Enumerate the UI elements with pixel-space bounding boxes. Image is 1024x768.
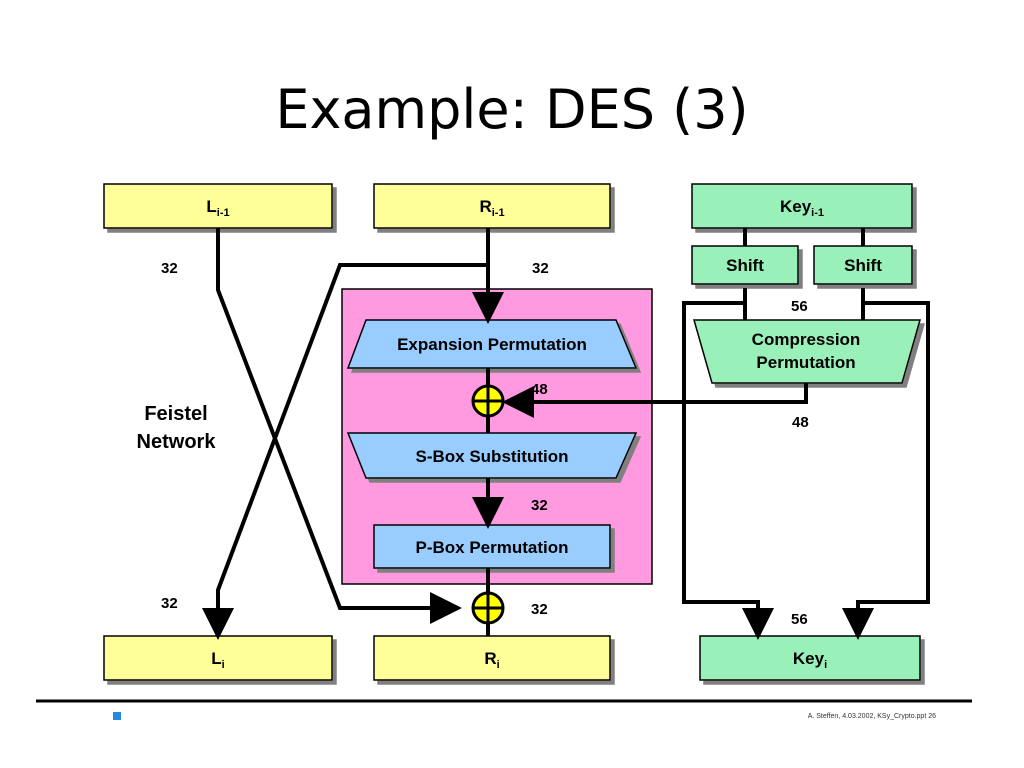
wire-l-prev-to-xor [216, 228, 462, 624]
bits-sbox-32: 32 [531, 497, 548, 514]
footer-bullet-icon [113, 712, 121, 720]
key-prev-box [691, 183, 913, 229]
key-next-box [699, 635, 921, 681]
feistel-label-line2: Network [137, 431, 217, 453]
r-prev-subscript: i-1 [492, 207, 505, 219]
xor-upper-icon [471, 384, 505, 418]
shift-right-box [813, 245, 913, 285]
shift-left-label: Shift [726, 256, 764, 275]
r-prev-label: R [479, 197, 491, 216]
slide-title: Example: DES (3) [275, 78, 749, 141]
bits-compression-48: 48 [792, 414, 809, 431]
wire-key-prev-to-shifts [743, 228, 865, 246]
l-next-subscript: i [222, 659, 225, 671]
r-next-subscript: i [497, 659, 500, 671]
feistel-label-line1: Feistel [144, 403, 207, 425]
l-next-label: L [211, 649, 221, 668]
expansion-permutation-label: Expansion Permutation [397, 335, 587, 354]
svg-text:Li-1: Li-1 [206, 197, 229, 219]
xor-lower-icon [471, 591, 505, 625]
pbox-permutation-label: P-Box Permutation [415, 538, 568, 557]
wire-shift-right-to-key-next [842, 301, 930, 640]
expansion-permutation-box [346, 319, 638, 369]
l-prev-subscript: i-1 [217, 207, 230, 219]
sbox-substitution-label: S-Box Substitution [416, 447, 569, 466]
bits-r-top: 32 [532, 260, 549, 277]
svg-text:Li: Li [211, 649, 224, 671]
bits-l-top: 32 [161, 260, 178, 277]
bits-l-bottom: 32 [161, 595, 178, 612]
shift-right-label: Shift [844, 256, 882, 275]
wire-r-prev-to-l-next [202, 263, 488, 640]
key-prev-label: Key [780, 197, 812, 216]
wire-compression-to-xor [502, 383, 808, 418]
key-prev-subscript: i-1 [811, 207, 824, 219]
r-next-box [373, 635, 611, 681]
bits-key-56-top: 56 [791, 298, 808, 315]
r-prev-box [373, 183, 611, 229]
key-next-label: Key [793, 649, 825, 668]
svg-text:Ri: Ri [484, 649, 499, 671]
compression-label-line2: Permutation [756, 353, 855, 372]
svg-text:Keyi: Keyi [793, 649, 827, 671]
sbox-substitution-box [346, 432, 638, 479]
r-next-label: R [484, 649, 496, 668]
wire-shift-left-to-key-next [682, 301, 774, 640]
l-prev-box [103, 183, 333, 229]
bits-r-bottom: 32 [531, 601, 548, 618]
l-prev-label: L [206, 197, 216, 216]
bits-xor-48: 48 [531, 381, 548, 398]
footer-credit: A. Steffen, 4.03.2002, KSy_Crypto.ppt 26 [808, 713, 936, 720]
key-next-subscript: i [824, 659, 827, 671]
svg-text:Ri-1: Ri-1 [479, 197, 504, 219]
bits-key-56-bottom: 56 [791, 611, 808, 628]
compression-label-line1: Compression [752, 330, 861, 349]
svg-text:Keyi-1: Keyi-1 [780, 197, 824, 219]
compression-permutation-box [693, 319, 921, 384]
